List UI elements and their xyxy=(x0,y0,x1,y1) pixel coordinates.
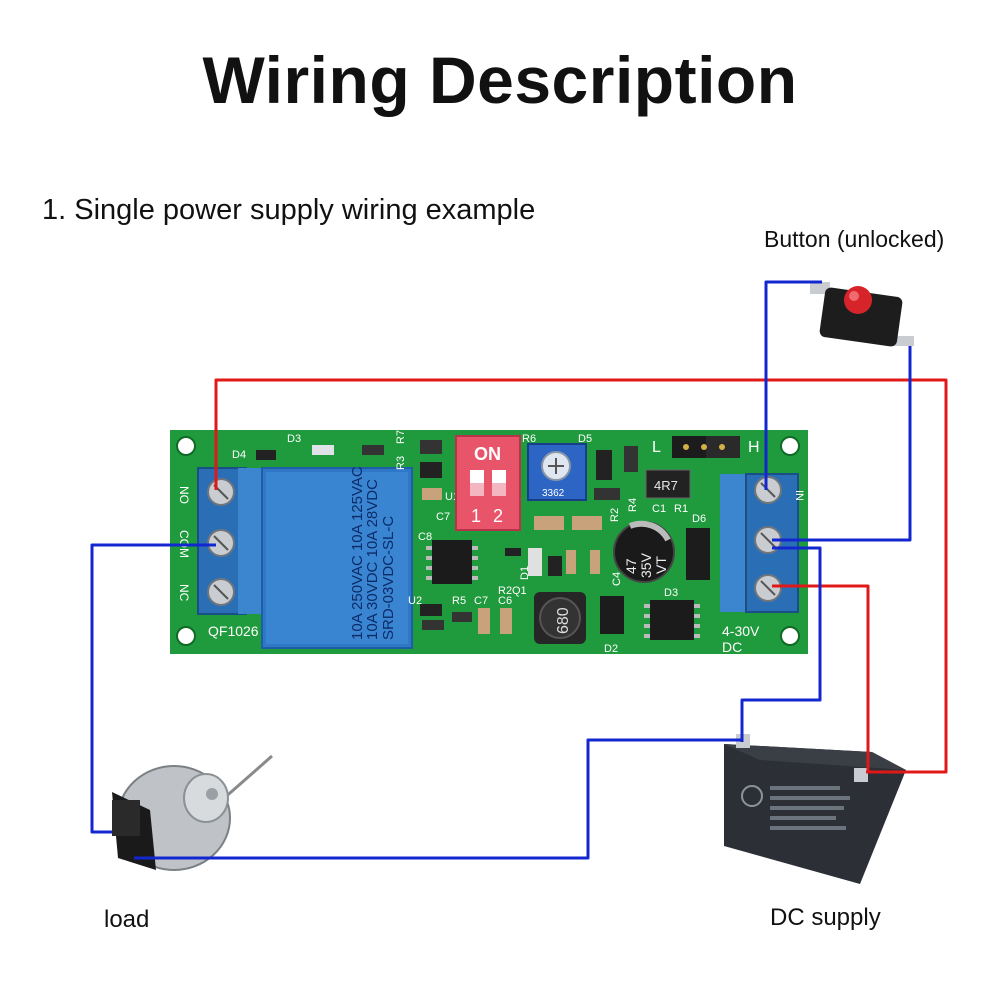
silk-c8: C7 xyxy=(474,595,488,607)
red-button-cap-icon xyxy=(844,286,872,314)
relay-module-board: NO COM NC QF1026 SRD-03VDC-SL-C 10A 250V… xyxy=(170,430,808,655)
dc-supply-label: DC supply xyxy=(770,904,881,931)
resistor-r7 xyxy=(362,445,384,455)
diode-d6 xyxy=(686,528,710,580)
dc-motor xyxy=(112,754,273,871)
ic-u2 xyxy=(426,540,478,584)
mount-hole xyxy=(176,436,196,456)
inductor-l1: 680 xyxy=(534,592,586,644)
voltage-range: 4-30V xyxy=(722,623,760,639)
load-label: load xyxy=(104,906,150,933)
silk-c7: C7 xyxy=(436,511,450,523)
wire-blue-button-to-input2 xyxy=(772,346,912,542)
mount-hole xyxy=(176,626,196,646)
led-d1 xyxy=(528,548,542,576)
relay-model: SRD-03VDC-SL-C xyxy=(380,516,397,640)
inductor-value: 680 xyxy=(555,607,572,634)
dip-1-label: 1 xyxy=(471,506,481,526)
silk-c6: C6 xyxy=(498,595,512,607)
wire-blue-button-to-input xyxy=(764,280,822,490)
ic-u1 xyxy=(644,600,700,640)
dip-2-label: 2 xyxy=(493,506,503,526)
silk-u2: C8 xyxy=(418,531,432,543)
silk-c1: C1 xyxy=(652,503,666,515)
cap-voltage: 35V xyxy=(638,552,654,578)
diode-d5 xyxy=(596,450,612,480)
silk-r5: R5 xyxy=(452,595,466,607)
silk-r8: R2 xyxy=(609,508,621,522)
silk-d6: D6 xyxy=(692,513,706,525)
recycle-icon xyxy=(741,785,763,807)
silk-r7: R7 xyxy=(395,430,407,444)
mount-hole xyxy=(780,626,800,646)
silk-c4: C4 xyxy=(611,572,623,586)
silk-r2: R2 xyxy=(498,585,512,597)
battery xyxy=(724,734,906,884)
dip-switch[interactable]: ON 1 2 xyxy=(455,435,521,531)
wire-blue-motor-to-negative xyxy=(134,738,742,860)
silk-r4: R4 xyxy=(627,498,639,512)
silk-d5: D5 xyxy=(578,433,592,445)
relay-rating-2: 10A 30VDC 10A 28VDC xyxy=(364,479,381,640)
input-label: IN xyxy=(793,490,805,501)
silk-q2: U2 xyxy=(408,595,422,607)
wire-blue-com-to-motor xyxy=(90,543,216,834)
silk-r1: R1 xyxy=(674,503,688,515)
pot-code: 3362 xyxy=(542,488,565,499)
potentiometer-r6[interactable]: 3362 xyxy=(527,443,587,501)
button-label: Button (unlocked) xyxy=(764,226,945,252)
wiring-example-heading: 1. Single power supply wiring example xyxy=(42,194,536,226)
diode-d4 xyxy=(256,450,276,460)
silk-d2: D2 xyxy=(604,643,618,655)
silk-d1: D1 xyxy=(519,566,531,580)
silk-d4: D4 xyxy=(232,449,246,461)
resistor-4r7 xyxy=(645,469,691,499)
transistor-q1 xyxy=(420,462,442,478)
wire-red-no-to-positive xyxy=(214,378,948,774)
push-button[interactable] xyxy=(810,282,914,347)
cap-value: 47 xyxy=(623,558,639,574)
relay: SRD-03VDC-SL-C 10A 250VAC 10A 125VAC 10A… xyxy=(261,466,413,649)
cap-series: VT xyxy=(653,556,669,574)
silk-r6: R6 xyxy=(522,433,536,445)
jumper-header[interactable] xyxy=(672,436,740,458)
diode-d2 xyxy=(600,596,624,634)
board-model: QF1026 xyxy=(208,623,259,639)
mount-hole xyxy=(780,436,800,456)
input-terminal-block xyxy=(720,473,799,613)
jumper-h-label: H xyxy=(748,439,760,456)
resistor-code: 4R7 xyxy=(654,478,678,493)
terminal-label-no: NO xyxy=(177,486,191,504)
page-title: Wiring Description xyxy=(202,43,798,117)
silk-d3: D3 xyxy=(287,433,301,445)
led-d3 xyxy=(312,445,334,455)
electrolytic-capacitor: 47 35V VT xyxy=(613,520,675,583)
transistor-q2 xyxy=(420,604,442,616)
relay-rating-1: 10A 250VAC 10A 125VAC xyxy=(349,466,366,640)
jumper-l-label: L xyxy=(652,439,661,456)
wires xyxy=(90,280,948,860)
terminal-label-nc: NC xyxy=(177,584,191,602)
wire-blue-input-to-negative xyxy=(740,546,822,742)
dc-silk: DC xyxy=(722,639,742,655)
wire-red-input-to-positive xyxy=(772,584,870,772)
silk-l1: Q1 xyxy=(512,585,527,597)
dip-on-label: ON xyxy=(474,444,501,464)
silk-r3: R3 xyxy=(395,456,407,470)
silk-u1: D3 xyxy=(664,587,678,599)
output-terminal-block xyxy=(197,467,262,615)
